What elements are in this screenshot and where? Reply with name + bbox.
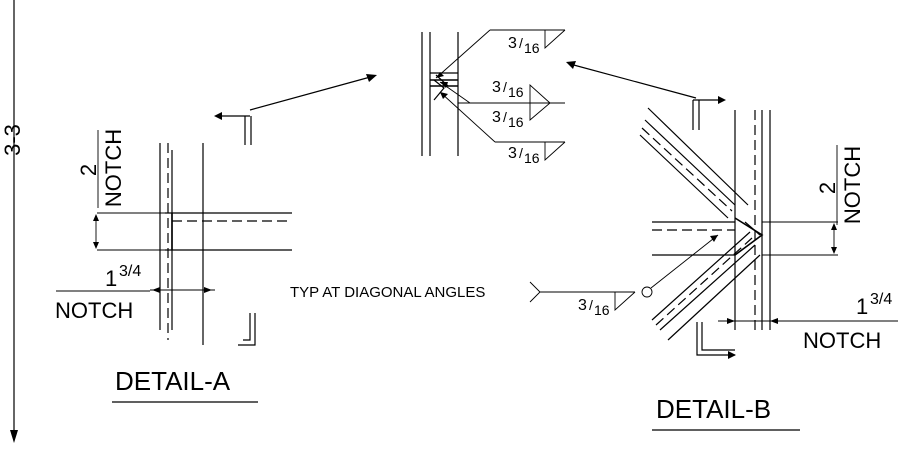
detail-b-notch-label: NOTCH [840, 146, 865, 224]
weld-detail: 3 / 16 3 / 16 3 / 16 3 / 16 [421, 29, 566, 166]
svg-text:/: / [519, 145, 523, 161]
weld-4-den: 16 [524, 150, 540, 166]
weld-1-den: 16 [524, 40, 540, 56]
left-edge-label: 3-3 [0, 124, 25, 156]
detail-a-title: DETAIL-A [115, 366, 231, 396]
svg-text:/: / [503, 109, 507, 125]
diagonal-den: 16 [594, 302, 610, 318]
detail-a-side-notch-label: NOTCH [55, 298, 133, 323]
detail-b-side-notch-frac: 3/4 [870, 291, 892, 308]
detail-a-side-notch-whole: 1 [105, 266, 117, 291]
detail-a: 2 NOTCH 1 3/4 NOTCH DETAIL-A [55, 129, 292, 403]
detail-b-notch-value: 2 [815, 182, 840, 194]
svg-text:/: / [503, 79, 507, 95]
svg-text:/: / [589, 297, 593, 313]
section-arrow-right [566, 61, 726, 130]
weld-2-den: 16 [508, 84, 524, 100]
detail-a-notch-label: NOTCH [101, 129, 126, 207]
left-edge-dimension: 3-3 [0, 0, 25, 443]
diagonal-note-text: TYP AT DIAGONAL ANGLES [290, 284, 485, 301]
detail-b-side-notch-whole: 1 [856, 294, 868, 319]
section-arrow-left [214, 74, 377, 145]
diagonal-num: 3 [578, 297, 587, 314]
weld-2-num: 3 [492, 79, 501, 96]
svg-text:/: / [519, 35, 523, 51]
weld-3-num: 3 [492, 109, 501, 126]
detail-b-title: DETAIL-B [656, 394, 771, 424]
detail-a-side-notch-frac: 3/4 [119, 263, 141, 280]
weld-4-num: 3 [508, 145, 517, 162]
weld-1-num: 3 [508, 35, 517, 52]
diagonal-weld-note: TYP AT DIAGONAL ANGLES 3 / 16 [290, 234, 719, 318]
detail-b-side-notch-label: NOTCH [803, 328, 881, 353]
weld-3-den: 16 [508, 114, 524, 130]
detail-a-notch-value: 2 [76, 164, 101, 176]
detail-b: 2 NOTCH 1 3/4 NOTCH DETAIL-B [639, 107, 898, 431]
